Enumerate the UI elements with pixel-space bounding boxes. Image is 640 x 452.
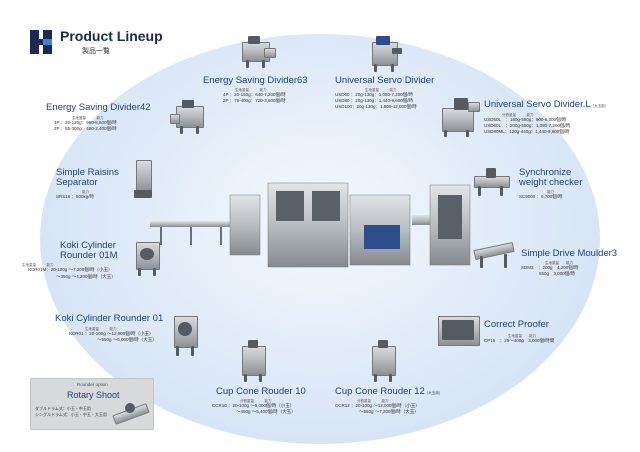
product-name-line1: Koki Cylinder [60, 240, 116, 251]
brand-logo-icon [30, 30, 52, 54]
usdl-machine-picture [438, 98, 482, 138]
product-note: （大玉用） [424, 391, 443, 395]
rotary-name: Rotary Shoot [67, 390, 120, 400]
esd63-machine-picture [238, 36, 276, 72]
spec-header: 分割重量 能力 [240, 398, 272, 403]
spec-row: CCR12 ：20-100g ～12,000個/時（小玉） [335, 403, 420, 409]
spec-row: ～550g ～6,000個/時（大玉） [97, 337, 157, 343]
spec-row: ～550g ～7,200個/時（大玉） [359, 409, 419, 415]
product-name: Simple Drive Moulder3 [521, 248, 618, 259]
spec-row: USD80 ：20g-130g：1,440-9,600個/時 [335, 98, 414, 104]
product-usdl: Universal Servo Divider.L（大玉用） 分割重量 能力 U… [484, 100, 608, 135]
product-name: Correct Proofer [484, 319, 549, 330]
sync-machine-picture [474, 166, 510, 198]
page-subtitle: 製品一覧 [82, 48, 110, 55]
rotary-spec-row: ダブルドラム式：小玉・中玉用 [35, 406, 91, 411]
spec-row: CP15 ：25～400g 3,000個/時間 [484, 338, 555, 344]
spec-header: 分割重量 能力 [357, 398, 389, 403]
production-line-picture [150, 182, 471, 268]
spec-row: KCR01M：20-100g ～7,200個/時（小玉） [28, 267, 113, 273]
spec-row: ～450g ～5,400個/時（大玉） [236, 409, 296, 415]
product-usd: Universal Servo Divider 生地重量 能力 USD60 ：2… [335, 76, 434, 110]
kcr01m-machine-picture [132, 238, 162, 278]
spec-row: 4P ：20-150g：640-7,200個/時 [223, 92, 286, 98]
product-kcr01: Koki Cylinder Rounder 01 生地重量 能力 KCR01 ：… [55, 314, 163, 343]
product-name: Energy Saving Divider42 [46, 102, 151, 113]
product-name-line1: Synchronize [519, 167, 572, 178]
spec-row: USD50L ：180g-580g：900-6,000個/時 [484, 117, 567, 123]
product-name-line2: weight checker [519, 176, 583, 188]
product-name-line1: Simple Raisins [56, 167, 119, 178]
product-name: Cup Cone Rouder 10 [216, 386, 306, 397]
spec-header: 生地重量 能力 [22, 262, 54, 267]
spec-row: USD80ML：120g-440g：1,440-9,600個/時 [484, 129, 570, 135]
rotary-machine-picture [112, 401, 150, 425]
product-ccr10: Cup Cone Rouder 10 分割重量 能力 CCR10 ：20-100… [212, 386, 306, 415]
product-name: Universal Servo Divider [335, 75, 435, 86]
spec-row: USD100：20g-130g：1,800-12,000個/時 [335, 104, 417, 110]
product-cp: Correct Proofer 生地重量 能力 CP15 ：25～400g 3,… [484, 320, 554, 344]
spec-header: 生地重量 能力 [72, 115, 104, 120]
spec-header: 生地重量 能力 [545, 260, 573, 265]
spec-header: 分割重量 能力 [502, 112, 534, 117]
product-name: Energy Saving Divider63 [203, 75, 308, 86]
product-esd63: Energy Saving Divider63 生地重量 能力 4P ：20-1… [203, 76, 308, 104]
spec-row: 550g 3,000個/時 [521, 271, 576, 277]
srs-machine-picture [130, 160, 156, 200]
spec-header: 生地重量 能力 [508, 333, 536, 338]
spec-header: 生地重量 能力 [235, 87, 267, 92]
product-name: Universal Servo Divider.L（大玉用） [484, 99, 609, 110]
esd42-machine-picture [170, 100, 210, 136]
usd-machine-picture [368, 36, 404, 74]
product-name: Cup Cone Rouder 12（大玉用） [335, 386, 443, 397]
rotary-shoot-box: Rounder option Rotary Shoot ダブルドラム式：小玉・中… [30, 378, 154, 430]
spec-header: 能力 [547, 189, 554, 194]
product-name-line2: Rounder 01M [60, 249, 118, 261]
page-title: Product Lineup [60, 28, 163, 44]
spec-row: 2P ：75-400g：720-3,600個/時 [223, 98, 286, 104]
spec-row: SC9000 ：6,700個/時 [519, 194, 563, 200]
product-esd42: Energy Saving Divider42 生地重量 能力 4P ：20-1… [46, 103, 151, 132]
product-sync: Synchronize weight checker 能力 SC9000 ：6,… [519, 168, 582, 201]
spec-row: USD60 ：20g-130g：1,080-7,200個/時 [335, 92, 414, 98]
product-name-line2: Separator [56, 176, 98, 188]
spec-row: 4P ：20-120g：960-8,800個/時 [54, 120, 117, 126]
spec-row: CCR10 ：20-100g ～8,000個/時（小玉） [212, 403, 295, 409]
ccr12-machine-picture [366, 340, 402, 384]
product-sdm3: Simple Drive Moulder3 生地重量 能力 SDM3 ：200g… [521, 249, 617, 277]
spec-row: SRS16 ：500kg/時 [56, 194, 95, 200]
spec-row: KCR01 ：20-100g ～12,000個/時（小玉） [69, 331, 154, 337]
spec-row: 2P ：55-300g：480-2,400個/時 [54, 126, 117, 132]
product-ccr12: Cup Cone Rouder 12（大玉用） 分割重量 能力 CCR12 ：2… [335, 387, 442, 415]
sdm3-machine-picture [473, 236, 515, 272]
rotary-option-label: Rounder option [77, 382, 108, 387]
spec-header: 生地重量 能力 [365, 87, 397, 92]
spec-row: ～350g ～4,200個/時（大玉） [56, 273, 116, 279]
spec-header: 生地重量 能力 [85, 326, 117, 331]
spec-row: USD60L ：200g-550g：1,080-7,200個/時 [484, 123, 571, 129]
spec-row: SDM3 ：200g 4,200個/時 [521, 265, 579, 271]
rotary-spec-row: シングルドラム式：小玉・中玉・大玉用 [35, 412, 107, 417]
product-name: Koki Cylinder Rounder 01 [55, 313, 164, 324]
ccr10-machine-picture [236, 340, 272, 384]
product-note: （大玉用） [590, 104, 609, 108]
kcr01-machine-picture [168, 312, 202, 358]
spec-header: 能力 [82, 189, 89, 194]
product-kcr01m: Koki Cylinder Rounder 01M 生地重量 能力 KCR01M… [22, 240, 118, 280]
product-srs: Simple Raisins Separator 能力 SRS16 ：500kg… [56, 168, 119, 201]
cp-machine-picture [438, 312, 480, 348]
